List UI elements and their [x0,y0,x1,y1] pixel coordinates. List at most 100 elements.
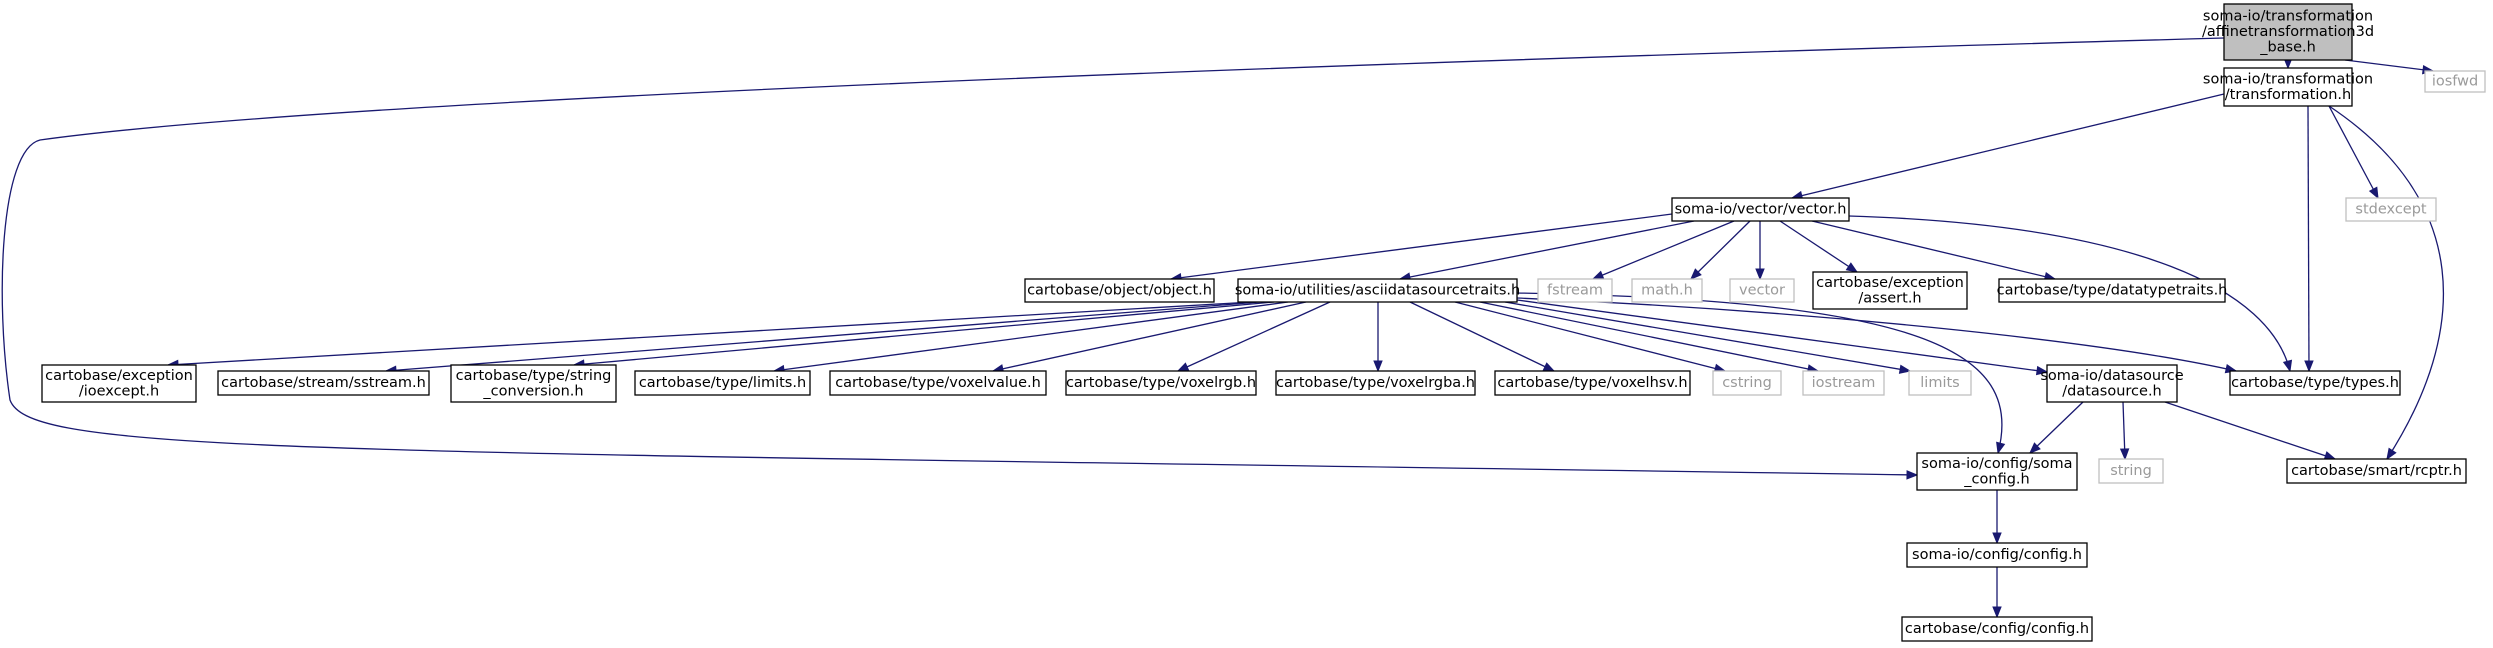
node-voxelrgb[interactable]: cartobase/type/voxelrgb.h [1065,370,1257,396]
node-label: fstream [1547,283,1603,299]
edge-ascii-to-voxelrgb [1176,301,1331,372]
arrowhead-icon [2282,359,2293,373]
edges-layer [1,37,2444,619]
node-stdexcept: stdexcept [2345,197,2437,222]
node-label: cartobase/exception [45,368,193,384]
edge-datasource-to-rcptr [2164,401,2337,461]
node-box [1024,278,1215,303]
node-box [217,370,430,396]
edge-line [1592,220,1735,280]
node-box [1812,271,1968,310]
node-datatypetraits[interactable]: cartobase/type/datatypetraits.h [1997,278,2228,303]
node-label: vector [1739,283,1785,299]
node-limitsh[interactable]: cartobase/type/limits.h [634,370,811,396]
arrowhead-icon [1992,532,2002,545]
edge-line [2344,59,2434,72]
node-types[interactable]: cartobase/type/types.h [2229,370,2401,396]
edge-line [1170,213,1673,280]
node-box [1237,278,1518,303]
arrowhead-icon [1992,606,2002,619]
node-configh[interactable]: soma-io/config/config.h [1906,542,2088,568]
arrowhead-icon [1690,268,1702,280]
node-box [41,364,197,403]
arrowhead-icon [2368,186,2379,200]
node-label: /assert.h [1858,290,1921,306]
node-iostream: iostream [1802,370,1885,396]
edge-ascii-to-sstream [384,301,1261,375]
edge-line [1779,220,1858,273]
node-voxelrgba[interactable]: cartobase/type/voxelrgba.h [1275,370,1476,396]
node-label: cartobase/type/voxelrgb.h [1066,375,1256,391]
node-box [2424,70,2486,93]
node-label: iostream [1812,375,1876,391]
node-sstream[interactable]: cartobase/stream/sstream.h [217,370,430,396]
node-cbconfig[interactable]: cartobase/config/config.h [1901,616,2093,642]
node-root[interactable]: soma-io/transformation/affinetransformat… [2202,3,2374,61]
node-box [1671,197,1850,222]
edge-line [385,301,1261,372]
node-fstream: fstream [1537,278,1613,303]
node-strconv[interactable]: cartobase/type/string_conversion.h [450,364,617,403]
node-transformation[interactable]: soma-io/transformation/transformation.h [2203,67,2373,107]
node-label: cartobase/type/datatypetraits.h [1997,283,2228,299]
edge-line [1399,220,1695,280]
edge-line [1811,220,2056,280]
node-box [1916,452,2078,491]
edge-ascii-to-cstring [1454,301,1727,373]
node-label: cartobase/config/config.h [1905,621,2089,637]
edge-line [1848,215,2291,372]
edge-transformation-to-stdexcept [2328,105,2379,200]
node-label: cartobase/object/object.h [1027,283,1212,299]
edge-vector-to-assert [1779,220,1859,273]
arrowhead-icon [2304,360,2314,373]
node-label: iosfwd [2432,74,2478,90]
edge-somaconfig-to-configh [1992,490,2002,545]
arrowhead-icon [1906,470,1919,480]
edge-line [2164,401,2336,460]
node-box [634,370,811,396]
edge-ascii-to-voxelrgba [1373,302,1383,373]
node-assert[interactable]: cartobase/exception/assert.h [1812,271,1968,310]
node-label: cartobase/type/string [456,368,612,384]
node-label: soma-io/datasource [2040,368,2183,384]
node-box [1906,542,2088,568]
node-label: /datasource.h [2062,383,2162,399]
node-label: soma-io/config/config.h [1912,547,2082,563]
node-stdvector: vector [1729,278,1795,303]
node-box [1065,370,1257,396]
edge-vector-to-stdvector [1755,221,1765,281]
arrowhead-icon [1542,362,1556,372]
node-voxelvalue[interactable]: cartobase/type/voxelvalue.h [829,370,1047,396]
node-ascii[interactable]: soma-io/utilities/asciidatasourcetraits.… [1235,278,1520,303]
node-label: cartobase/smart/rcptr.h [2291,463,2462,479]
node-rcptr[interactable]: cartobase/smart/rcptr.h [2286,458,2467,484]
node-label: /ioexcept.h [79,383,159,399]
node-label: math.h [1641,283,1693,299]
node-box [2229,370,2401,396]
node-box [1908,370,1972,396]
node-voxelhsv[interactable]: cartobase/type/voxelhsv.h [1494,370,1691,396]
node-box [2098,458,2164,484]
node-label: cartobase/exception [1816,275,1964,291]
arrowhead-icon [2035,365,2049,376]
node-ioexcept[interactable]: cartobase/exception/ioexcept.h [41,364,197,403]
node-label: _conversion.h [482,383,583,399]
node-box [2286,458,2467,484]
node-label: _config.h [1963,471,2029,487]
edge-vector-to-object [1169,213,1673,283]
node-cstring: cstring [1712,370,1782,396]
node-box [2345,197,2437,222]
arrowhead-icon [2029,442,2041,454]
edge-vector-to-fstream [1591,220,1735,280]
edge-line [1690,220,1751,280]
arrowhead-icon [1373,360,1383,373]
node-somaconfig[interactable]: soma-io/config/soma_config.h [1916,452,2078,491]
nodes-layer: soma-io/transformation/affinetransformat… [41,3,2486,642]
node-datasource[interactable]: soma-io/datasource/datasource.h [2040,364,2184,403]
edge-line [2307,105,2310,372]
arrowhead-icon [1755,268,1765,281]
node-object[interactable]: cartobase/object/object.h [1024,278,1215,303]
node-label: cartobase/type/types.h [2231,375,2399,391]
node-vector[interactable]: soma-io/vector/vector.h [1671,197,1850,222]
